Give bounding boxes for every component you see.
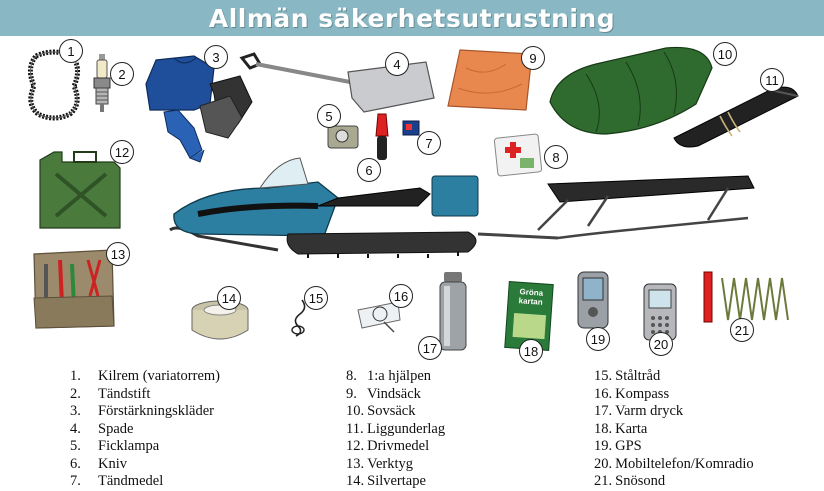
badge-5: 5 xyxy=(317,104,341,128)
avalanche-probe-icon xyxy=(702,270,794,328)
shovel-icon xyxy=(238,52,436,118)
badge-19: 19 xyxy=(586,327,610,351)
badge-14: 14 xyxy=(217,286,241,310)
legend-item: 6.Kniv xyxy=(70,455,127,472)
badge-3: 3 xyxy=(204,45,228,69)
sleeping-pad-icon xyxy=(670,82,802,148)
badge-17: 17 xyxy=(418,336,442,360)
legend-list: 1.Kilrem (variatorrem) 2.Tändstift 3.För… xyxy=(0,368,824,491)
legend-item: 21.Snösond xyxy=(594,473,666,489)
badge-9: 9 xyxy=(521,46,545,70)
legend-item: 13.Verktyg xyxy=(346,455,414,472)
badge-1: 1 xyxy=(59,39,83,63)
first-aid-kit-icon xyxy=(493,132,544,178)
legend-column-3: 15.Ståltråd 16.Kompass 17.Varm dryck 18.… xyxy=(594,368,754,491)
snowmobile-with-sled-icon xyxy=(168,154,758,274)
legend-item: 2.Tändstift xyxy=(70,385,151,402)
badge-16: 16 xyxy=(389,284,413,308)
legend-item: 14.Silvertape xyxy=(346,473,426,489)
compass-icon xyxy=(354,300,402,334)
badge-15: 15 xyxy=(304,286,328,310)
legend-item: 18.Karta xyxy=(594,420,648,437)
legend-item: 17.Varm dryck xyxy=(594,403,684,419)
badge-6: 6 xyxy=(357,158,381,182)
map-title-text: Gröna kartan xyxy=(518,287,544,307)
legend-item: 16.Kompass xyxy=(594,385,670,402)
badge-13: 13 xyxy=(106,242,130,266)
badge-4: 4 xyxy=(385,52,409,76)
tool-roll-icon xyxy=(32,246,116,330)
legend-item: 20.Mobiltelefon/Komradio xyxy=(594,455,754,472)
legend-item: 12.Drivmedel xyxy=(346,438,430,454)
gps-device-icon xyxy=(576,270,610,330)
legend-column-1: 1.Kilrem (variatorrem) 2.Tändstift 3.För… xyxy=(70,368,220,491)
legend-item: 1.Kilrem (variatorrem) xyxy=(70,368,220,384)
badge-10: 10 xyxy=(713,42,737,66)
sleeping-bag-icon xyxy=(546,44,716,136)
mobile-phone-icon xyxy=(642,282,678,342)
badge-21: 21 xyxy=(730,318,754,342)
title-banner: Allmän säkerhetsutrustning xyxy=(0,0,824,36)
flashlight-icon xyxy=(326,124,360,150)
badge-7: 7 xyxy=(417,131,441,155)
legend-item: 8.1:a hjälpen xyxy=(346,368,432,384)
jerry-can-icon xyxy=(34,150,124,232)
legend-item: 9.Vindsäck xyxy=(346,385,421,402)
equipment-illustration: 1 2 3 4 xyxy=(0,36,824,366)
spark-plug-icon xyxy=(92,54,112,116)
legend-item: 10.Sovsäck xyxy=(346,403,416,419)
knife-icon xyxy=(372,113,392,162)
legend-item: 19.GPS xyxy=(594,438,642,454)
legend-item: 11.Liggunderlag xyxy=(346,420,446,437)
legend-item: 5.Ficklampa xyxy=(70,438,160,454)
badge-11: 11 xyxy=(760,68,784,92)
badge-12: 12 xyxy=(110,140,134,164)
legend-column-2: 8.1:a hjälpen 9.Vindsäck 10.Sovsäck 11.L… xyxy=(346,368,445,491)
legend-item: 4.Spade xyxy=(70,420,134,437)
badge-18: 18 xyxy=(519,339,543,363)
page-title: Allmän säkerhetsutrustning xyxy=(208,3,616,33)
badge-8: 8 xyxy=(544,145,568,169)
badge-20: 20 xyxy=(649,332,673,356)
badge-2: 2 xyxy=(110,62,134,86)
extra-clothes-icon xyxy=(144,54,254,166)
fire-starter-icon xyxy=(402,120,420,136)
legend-item: 3.Förstärkningskläder xyxy=(70,403,214,419)
thermos-icon xyxy=(438,272,468,352)
legend-item: 15.Ståltråd xyxy=(594,368,661,384)
map-icon: Gröna kartan xyxy=(504,280,554,352)
wind-sack-icon xyxy=(446,48,536,114)
steel-wire-icon xyxy=(288,298,312,338)
legend-item: 7.Tändmedel xyxy=(70,473,164,489)
